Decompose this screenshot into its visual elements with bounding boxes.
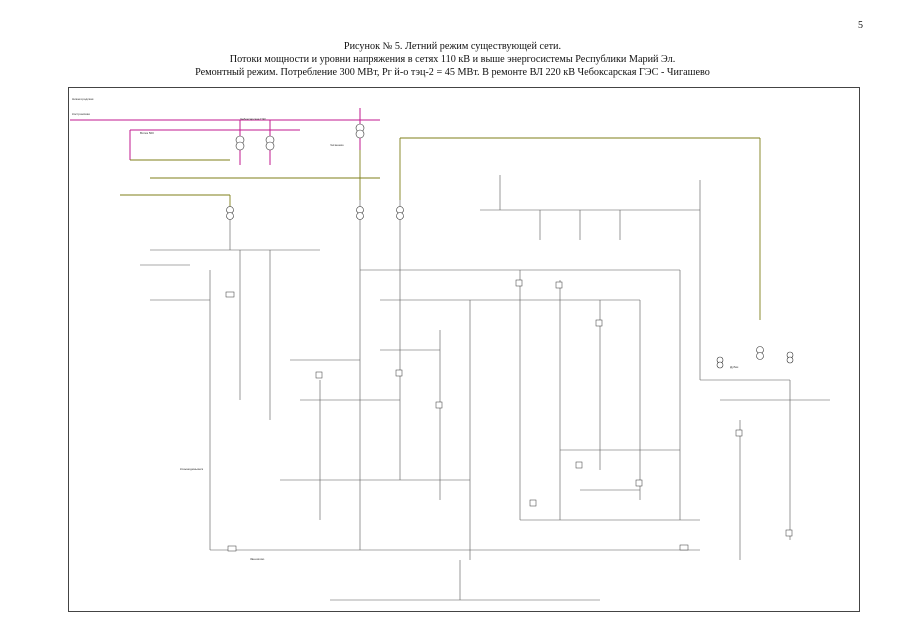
label-zvenigovo: Звенигово	[250, 557, 265, 561]
title-line-1: Рисунок № 5. Летний режим существующей с…	[343, 41, 562, 52]
label-chigashevo: Чигашево	[330, 143, 344, 147]
lines-220kv	[120, 137, 761, 320]
lines-500kv	[70, 108, 380, 165]
page-number: 5	[858, 20, 863, 31]
label-nizhegorodskaya: Нижегородская	[72, 97, 94, 101]
substations	[226, 123, 794, 369]
label-vyatka: Вятка 500	[140, 131, 154, 135]
label-dubki: Дубки	[730, 365, 739, 369]
title-line-2: Потоки мощности и уровни напряжения в се…	[229, 54, 676, 65]
figure-title: Рисунок № 5. Летний режим существующей с…	[0, 40, 905, 79]
schematic-frame	[68, 87, 860, 612]
switch-blocks	[225, 279, 793, 552]
label-kostromskaya: Костромская	[72, 112, 90, 116]
title-line-3: Ремонтный режим. Потребление 300 МВт, Рг…	[195, 67, 710, 78]
label-cheb-ges: Чебоксарская ГЭС	[240, 117, 267, 121]
label-kozmodemyansk: Козьмодемьянск	[180, 467, 204, 471]
lines-110kv	[140, 175, 830, 601]
